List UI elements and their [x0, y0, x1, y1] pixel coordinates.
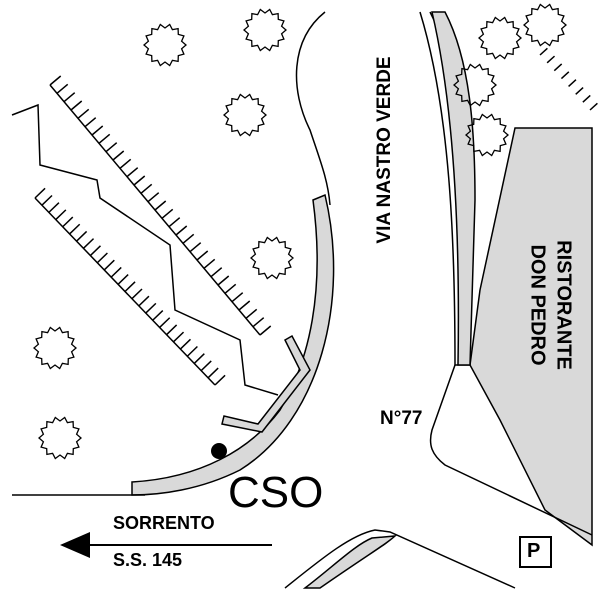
road-edge	[295, 11, 331, 206]
slope-hatch	[105, 142, 118, 153]
slope-hatch	[112, 150, 125, 161]
slope-hatch	[55, 209, 67, 221]
slope-hatch	[147, 192, 160, 203]
slope-hatch	[138, 295, 150, 307]
slope-hatch	[133, 175, 146, 186]
slope-hatch	[231, 292, 244, 303]
slope-hatch	[539, 47, 548, 56]
slope-hatch	[245, 308, 258, 319]
curb	[429, 364, 593, 536]
slope-hatch	[238, 300, 251, 311]
slope-hatch	[56, 83, 69, 94]
tree-icon	[453, 63, 497, 107]
slope-hatch	[70, 100, 83, 111]
street-label: VIA NASTRO VERDE	[374, 56, 395, 244]
slope-hatch	[89, 245, 101, 257]
slope-hatch	[117, 274, 129, 285]
slope-hatch	[77, 108, 90, 119]
slope-hatch	[119, 158, 132, 169]
tree-icon	[523, 3, 567, 47]
tree-icon	[143, 23, 187, 67]
slope-hatch	[34, 187, 46, 199]
slope-hatch	[189, 242, 202, 253]
restaurant-label-2: DON PEDRO	[526, 244, 549, 366]
slope-hatch	[82, 238, 95, 249]
slope-hatch	[131, 288, 143, 300]
restaurant-label-1: RISTORANTE	[552, 240, 575, 370]
slope-hatch	[575, 87, 584, 95]
slope-hatch	[103, 259, 115, 271]
slope-hatch	[126, 167, 139, 178]
slope-hatch	[224, 283, 237, 294]
slope-hatch	[91, 125, 104, 136]
slope-hatch	[207, 367, 219, 379]
slope-hatch	[69, 223, 81, 235]
slope-hatch	[203, 258, 216, 269]
slope-hatch	[110, 266, 122, 278]
slope-hatch	[179, 338, 191, 350]
slope-hatch	[172, 331, 185, 343]
slope-hatch	[175, 225, 188, 236]
tree-icon	[38, 416, 82, 460]
slope-hatch	[252, 317, 265, 328]
slope-hatch	[49, 75, 62, 86]
tree-icon	[33, 326, 77, 370]
slope-hatch	[193, 353, 205, 364]
parking-sign	[519, 536, 552, 568]
slope-hatch	[546, 55, 556, 64]
restaurant-building	[469, 127, 593, 547]
slope-hatch	[217, 275, 230, 286]
slope-hatch	[124, 281, 136, 293]
slope-hatch	[145, 302, 157, 314]
slope-hatch	[259, 325, 272, 336]
bottom-road	[284, 529, 516, 589]
slope-hatch	[200, 360, 212, 372]
tree-icon	[478, 16, 522, 60]
slope-hatch	[214, 374, 226, 386]
tree-icon	[223, 93, 267, 137]
slope-hatch	[560, 71, 570, 80]
zigzag-line	[11, 103, 279, 396]
slope-hatch	[589, 102, 598, 111]
slope-hatch	[41, 194, 53, 206]
tree-icon	[465, 113, 509, 157]
slope-hatch	[96, 252, 108, 264]
slope-hatch	[62, 216, 74, 228]
slope-hatch	[161, 208, 174, 219]
slope-hatch	[63, 92, 76, 103]
place-label: CSO	[228, 468, 324, 517]
direction-arrow-head	[60, 532, 90, 558]
slope-hatch	[48, 202, 60, 213]
house-number: N°77	[380, 408, 423, 429]
direction-label-road: S.S. 145	[113, 550, 183, 570]
slope-hatch	[84, 117, 97, 128]
slope-hatch	[168, 217, 181, 228]
direction-label-destination: SORRENTO	[113, 513, 215, 533]
slope-hatch	[568, 79, 577, 87]
slope-hatch	[152, 310, 164, 321]
slope-hatch	[196, 250, 209, 261]
slope-hatch	[154, 200, 167, 211]
tree-icon	[250, 236, 294, 280]
slope-hatch	[182, 233, 195, 244]
location-marker	[211, 443, 227, 459]
slope-hatch	[76, 230, 88, 242]
slope-hatch	[98, 133, 111, 144]
tree-icon	[243, 8, 287, 52]
slope-hatch	[166, 324, 178, 336]
parking-label: P	[527, 540, 541, 562]
slope-hatch	[553, 63, 563, 72]
slope-hatch	[210, 267, 223, 278]
slope-hatch	[140, 183, 153, 194]
slope-hatch	[186, 345, 198, 357]
slope-hatch	[159, 317, 171, 329]
slope-hatch	[582, 94, 591, 103]
